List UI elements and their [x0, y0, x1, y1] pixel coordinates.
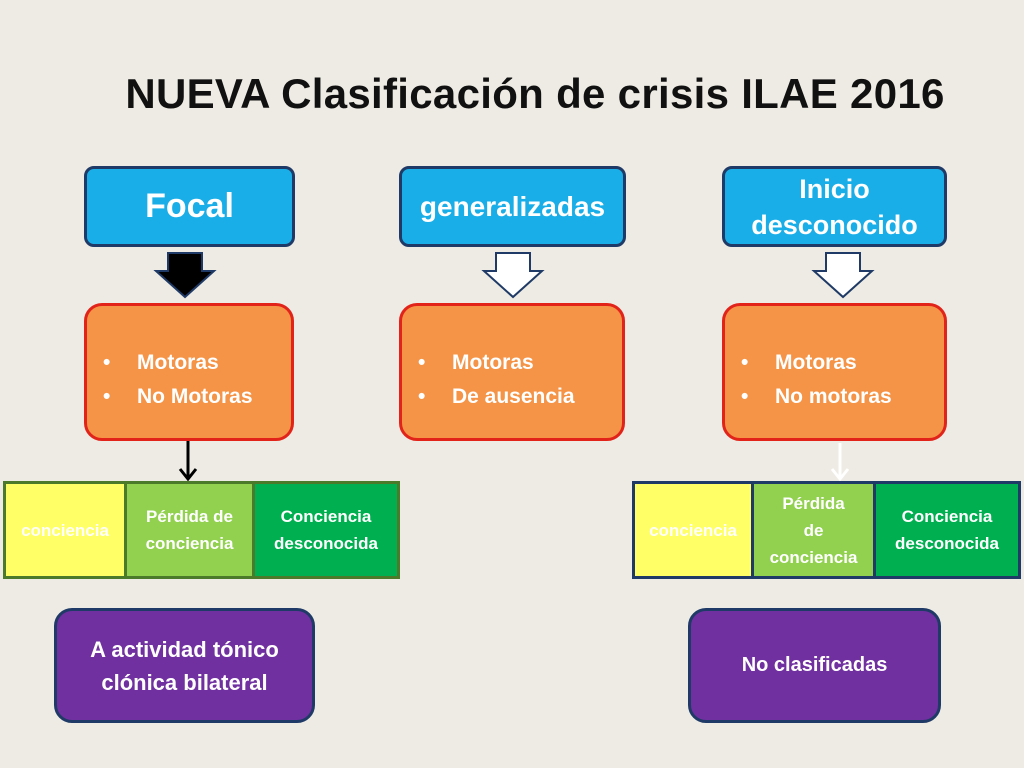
generalizadas-header-box: generalizadas — [399, 166, 626, 247]
focal-outcome-box: A actividad tónico clónica bilateral — [54, 608, 315, 723]
list-item: No motoras — [741, 380, 892, 414]
unknown-awareness-arrow — [830, 443, 850, 482]
awareness-cell-label: Conciencia — [280, 507, 372, 526]
desconocido-type-box: Motoras No motoras — [722, 303, 947, 441]
awareness-cell-label: conciencia — [21, 520, 109, 540]
list-item: Motoras — [103, 346, 253, 380]
focal-header-label: Focal — [145, 187, 234, 225]
generalizadas-down-arrow — [481, 252, 545, 299]
unknown-outcome-box: No clasificadas — [688, 608, 941, 723]
generalizadas-header-label: generalizadas — [419, 190, 606, 222]
focal-header-box: Focal — [84, 166, 295, 247]
focal-down-arrow — [153, 252, 217, 299]
awareness-cell-conciencia: conciencia — [635, 484, 754, 576]
list-item: Motoras — [741, 346, 892, 380]
focal-awareness-row: conciencia Pérdida de conciencia Concien… — [3, 481, 400, 579]
desconocido-down-arrow — [811, 252, 875, 299]
list-item: De ausencia — [418, 380, 575, 414]
inicio-header-line2: desconocido — [751, 209, 918, 240]
awareness-cell-perdida: Pérdida de conciencia — [127, 484, 255, 576]
unknown-awareness-row: conciencia Pérdida de conciencia Concien… — [632, 481, 1021, 579]
inicio-header-line1: Inicio — [799, 173, 870, 204]
generalizadas-type-box: Motoras De ausencia — [399, 303, 625, 441]
awareness-cell-perdida: Pérdida de conciencia — [754, 484, 876, 576]
awareness-cell-conciencia: conciencia — [6, 484, 127, 576]
unknown-outcome-label: No clasificadas — [741, 654, 888, 676]
awareness-cell-label: desconocida — [895, 534, 999, 553]
generalizadas-type-list: Motoras De ausencia — [418, 346, 575, 414]
inicio-desconocido-header-box: Inicio desconocido — [722, 166, 947, 247]
awareness-cell-label: Conciencia — [901, 507, 993, 526]
focal-awareness-arrow — [178, 441, 198, 482]
awareness-cell-label: conciencia — [769, 547, 858, 567]
focal-outcome-line1: A actividad tónico — [90, 636, 279, 662]
focal-type-list: Motoras No Motoras — [103, 346, 253, 414]
awareness-cell-desconocida: Conciencia desconocida — [255, 484, 397, 576]
list-item: No Motoras — [103, 380, 253, 414]
desconocido-type-list: Motoras No motoras — [741, 346, 892, 414]
focal-type-box: Motoras No Motoras — [84, 303, 294, 441]
page-title: NUEVA Clasificación de crisis ILAE 2016 — [125, 70, 945, 117]
awareness-cell-label: de — [803, 520, 824, 540]
awareness-cell-label: conciencia — [145, 534, 234, 553]
focal-outcome-line2: clónica bilateral — [101, 669, 268, 695]
awareness-cell-label: Pérdida — [782, 493, 845, 513]
awareness-cell-label: Pérdida de — [146, 507, 233, 526]
awareness-cell-label: conciencia — [649, 520, 737, 540]
list-item: Motoras — [418, 346, 575, 380]
awareness-cell-desconocida: Conciencia desconocida — [876, 484, 1018, 576]
awareness-cell-label: desconocida — [274, 534, 378, 553]
